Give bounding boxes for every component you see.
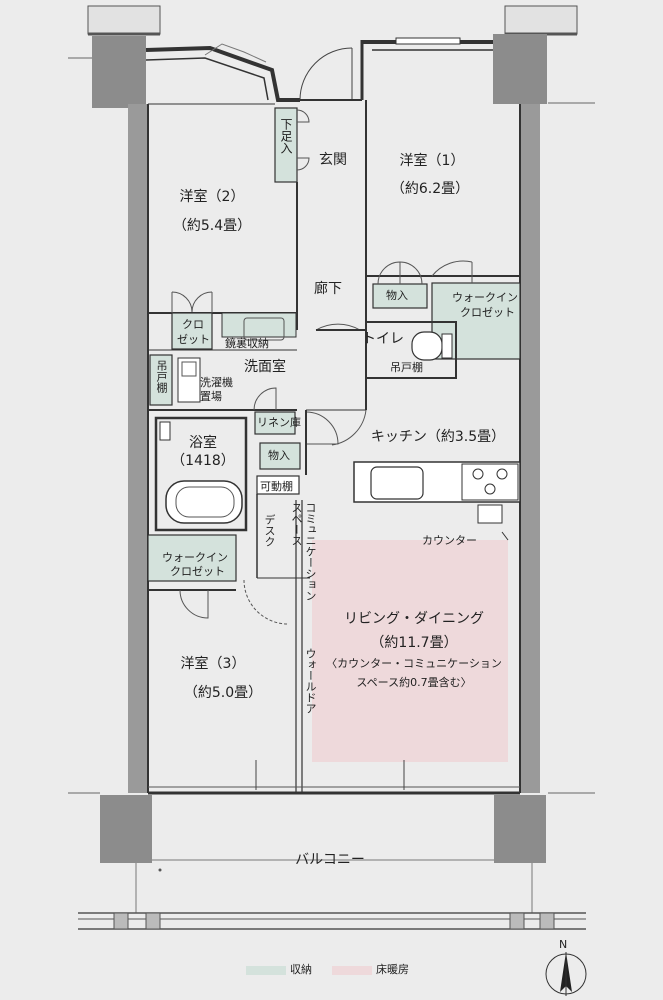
washer-label-2: 置場 [200, 390, 222, 403]
column-bottom-right [494, 795, 546, 863]
washroom-label: 洗面室 [244, 359, 286, 375]
wic-2-line-1: ウォークイン [162, 551, 228, 564]
toilet-label: トイレ [362, 331, 404, 347]
communication-space-label-1: コミュニケーション [304, 502, 317, 601]
linen-area [254, 411, 296, 435]
wic-1-line-2: クロゼット [460, 306, 515, 319]
bathroom-size: （1418） [171, 453, 235, 469]
western-room-3-size: （約5.0畳） [183, 685, 263, 701]
storage-2-area [259, 442, 301, 470]
living-dining-name: リビング・ダイニング [344, 611, 484, 627]
mirror-storage-area [221, 312, 297, 338]
legend-floor-heating-label: 床暖房 [376, 963, 409, 976]
living-dining-note-2: スペース約0.7畳含む〉 [356, 676, 472, 689]
right-wall [520, 104, 540, 793]
washer-label-1: 洗濯機 [200, 376, 233, 389]
shoe-box-label: 下足入 [279, 118, 293, 154]
western-room-2-size: （約5.4畳） [172, 218, 252, 234]
north-label: N [559, 938, 568, 951]
north-arrow-icon [545, 952, 587, 996]
bathroom [154, 416, 248, 532]
storage-2-label: 物入 [268, 449, 290, 462]
left-wall [128, 104, 148, 793]
column-top-right [493, 34, 547, 104]
desk-label: デスク [263, 514, 276, 547]
storage-1-label: 物入 [386, 289, 408, 302]
kitchen-sink [370, 466, 424, 500]
bathroom-name: 浴室 [189, 435, 217, 451]
floor-heating-area [312, 540, 508, 762]
living-dining-size: （約11.7畳） [370, 635, 458, 651]
mirror-storage-label: 鏡裏収納 [225, 337, 269, 350]
living-dining-note-1: 〈カウンター・コミュニケーション [326, 657, 502, 670]
shoe-box-area [274, 107, 298, 183]
closet-line-1: クロ [182, 318, 204, 331]
column-top-left [92, 36, 146, 108]
column-bottom-left [100, 795, 152, 863]
kitchen-label: キッチン（約3.5畳） [370, 429, 506, 445]
linen-label: リネン庫 [257, 416, 301, 429]
western-room-1-name: 洋室（1） [399, 153, 465, 169]
closet-area [171, 312, 213, 350]
communication-space-label-2: スペース [290, 502, 303, 546]
toilet-room [365, 321, 457, 379]
legend-storage-swatch [246, 966, 286, 975]
wall-door-label: ウォールドア [304, 648, 317, 714]
hanging-shelf-vertical-label: 吊戸棚 [155, 360, 168, 393]
cooktop [461, 463, 519, 501]
hallway-label: 廊下 [314, 281, 342, 297]
bathtub [165, 480, 243, 524]
hanging-shelf-v-area [149, 354, 173, 406]
western-room-3-name: 洋室（3） [180, 656, 246, 672]
legend-storage-label: 収納 [290, 963, 312, 976]
wic-2-line-2: クロゼット [170, 565, 225, 578]
movable-shelf-label: 可動棚 [260, 480, 293, 493]
hanging-shelf-label: 吊戸棚 [390, 361, 423, 374]
closet-line-2: ゼット [177, 333, 210, 346]
western-room-2-name: 洋室（2） [179, 189, 245, 205]
wic-1-line-1: ウォークイン [452, 291, 518, 304]
counter-label: カウンター [422, 534, 477, 547]
balcony-label: バルコニー [295, 852, 365, 868]
top-rail-right [504, 5, 578, 35]
wic-2-area [147, 534, 237, 582]
top-rail-left [87, 5, 161, 35]
legend-floor-heating-swatch [332, 966, 372, 975]
western-room-1-size: （約6.2畳） [390, 181, 470, 197]
entrance-label: 玄関 [319, 152, 347, 168]
